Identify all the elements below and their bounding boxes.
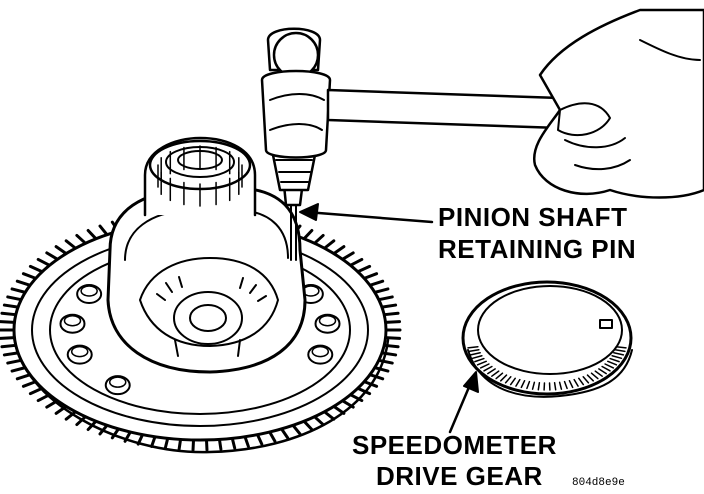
ring-gear-tooth [322,239,336,250]
ring-gear-tooth [340,251,355,261]
ring-gear-tooth [110,427,120,440]
bolt-head [59,313,86,334]
ring-gear-tooth [150,435,157,448]
ring-gear-tooth [86,229,98,241]
pinion-shaft-label-line1: PINION SHAFT [438,202,628,232]
ring-gear-tooth [302,419,314,431]
bolt-head [76,284,103,304]
ring-gear-tooth [0,311,18,317]
gear-leader-arrow [448,371,479,434]
ring-gear-tooth [6,295,23,302]
ring-gear-tooth [15,373,32,381]
ring-gear-tooth [291,423,302,436]
ring-gear-tooth [6,358,23,365]
ring-gear-tooth [36,257,52,267]
bolt-head [66,344,93,365]
ring-gear-tooth [0,320,16,324]
ring-gear-tooth [21,380,38,388]
ring-gear-tooth [177,437,183,451]
ring-gear-tooth [384,336,402,340]
ring-gear-tooth [280,427,290,440]
ring-gear-tooth [163,436,170,450]
ring-gear-tooth [21,272,38,280]
ring-gear-tooth [356,264,372,274]
ring-gear-tooth [75,233,87,245]
ring-gear-tooth [2,351,20,357]
ring-gear-tooth [377,358,394,365]
ring-gear-tooth [0,343,18,349]
speedometer-label-line1: SPEEDOMETER [352,430,557,460]
hand [532,8,704,199]
punch-tool [270,148,318,207]
ring-gear-tooth [10,366,27,373]
ring-gear-tooth [382,311,400,317]
bolt-head [104,375,131,396]
ring-gear-tooth [217,437,223,451]
ring-gear-tooth [15,279,32,287]
ring-gear-tooth [322,410,336,421]
differential-case [106,136,307,374]
ring-gear-tooth [332,245,346,256]
ring-gear-tooth [380,351,398,357]
ring-gear-tooth [268,430,277,443]
hammer [260,27,562,159]
ring-gear-tooth [377,295,394,302]
ring-gear-tooth [64,239,78,250]
ring-gear-tooth [313,233,325,245]
figure-code: 804d8e9e [572,477,625,489]
ring-gear-tooth [373,287,390,294]
bolt-head [307,344,334,365]
speedometer-label-line2: DRIVE GEAR [376,461,543,491]
ring-gear-tooth [0,336,16,340]
ring-gear-tooth [54,245,68,256]
ring-gear-tooth [368,279,385,287]
bolt-head [314,313,341,334]
ring-gear-tooth [348,257,364,267]
retaining-pin [290,204,297,261]
ring-gear-tooth [98,224,109,237]
ring-gear-tooth [45,251,60,261]
pin-leader-arrow [299,203,434,224]
ring-gear-tooth [28,264,44,274]
ring-gear-tooth [302,229,314,241]
ring-gear-tooth [356,386,372,396]
ring-gear-tooth [230,436,237,450]
ring-gear-tooth [380,303,398,309]
ring-gear-tooth [2,303,20,309]
ring-gear-tooth [362,272,379,280]
ring-gear-tooth [373,366,390,373]
ring-gear-tooth [10,287,27,294]
ring-gear-tooth [384,320,402,324]
ring-gear-tooth [313,415,325,427]
ring-gear-tooth [243,435,250,448]
pinion-shaft-label-line2: RETAINING PIN [438,234,637,264]
ring-gear-tooth [64,410,78,421]
ring-gear-tooth [255,433,264,446]
speedometer-drive-gear [461,280,633,398]
